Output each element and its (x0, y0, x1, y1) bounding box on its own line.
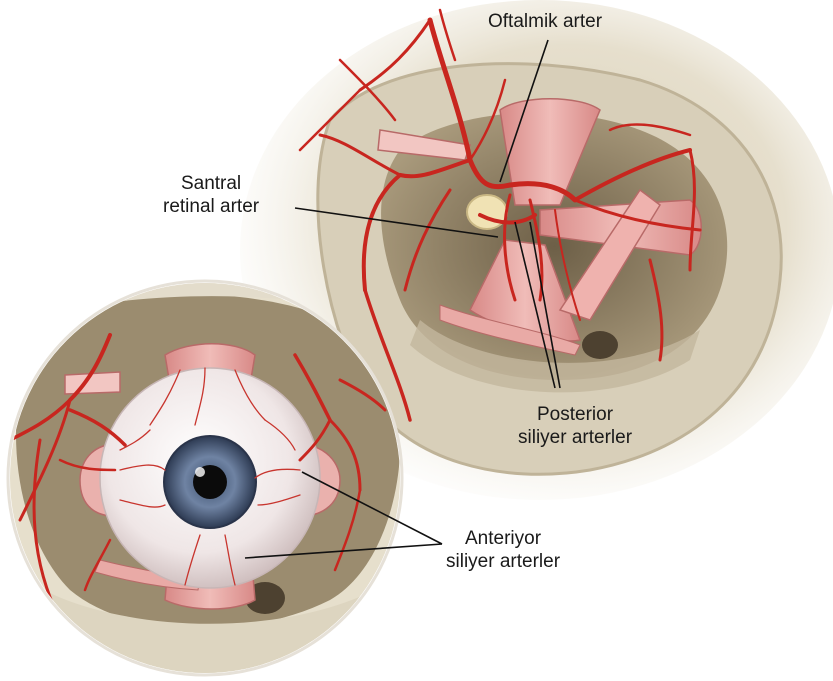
label-posterior-ciliary-line2: siliyer arterler (518, 426, 632, 449)
label-posterior-ciliary-arteries: Posterior siliyer arterler (518, 403, 632, 449)
label-anterior-ciliary-line1: Anteriyor (446, 527, 560, 550)
label-central-retinal-line2: retinal arter (163, 195, 259, 218)
pupil-highlight (195, 467, 205, 477)
inset-oblique-tendon (65, 372, 120, 394)
label-ophthalmic-artery: Oftalmik arter (488, 10, 602, 33)
label-anterior-ciliary-arteries: Anteriyor siliyer arterler (446, 527, 560, 573)
label-central-retinal-artery: Santral retinal arter (163, 172, 259, 218)
optic-nerve (467, 195, 507, 229)
label-ophthalmic-text: Oftalmik arter (488, 10, 602, 33)
skull-foramen (582, 331, 618, 359)
label-central-retinal-line1: Santral (163, 172, 259, 195)
label-posterior-ciliary-line1: Posterior (518, 403, 632, 426)
label-anterior-ciliary-line2: siliyer arterler (446, 550, 560, 573)
